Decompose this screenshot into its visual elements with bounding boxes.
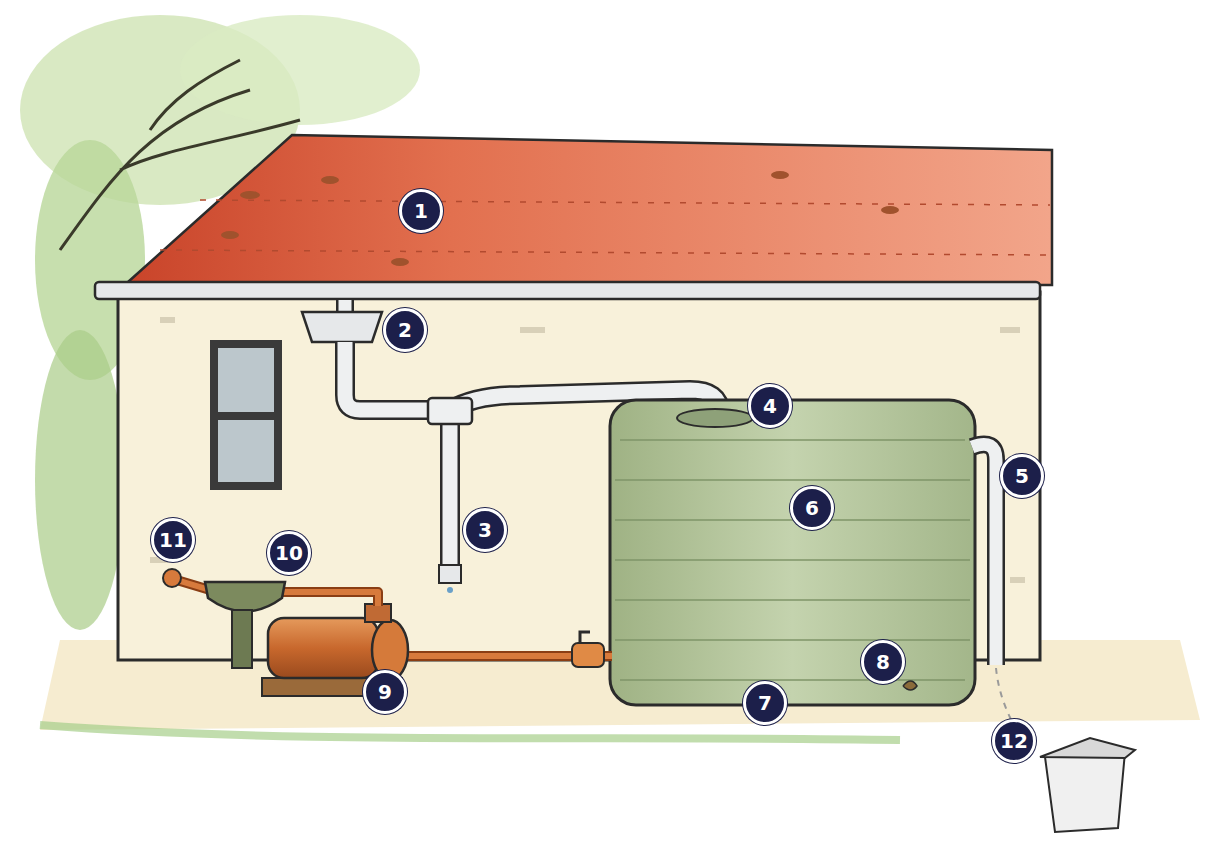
callout-number: 10 (267, 531, 311, 575)
house-connection (163, 569, 181, 587)
water-tank (610, 400, 975, 705)
pressure-vessel (205, 582, 285, 612)
foliage-blob (35, 330, 125, 630)
brick-mark (160, 317, 175, 323)
leaf (771, 171, 789, 179)
callout-number: 7 (743, 681, 787, 725)
valve-handle (580, 632, 590, 643)
tank-rib (620, 679, 965, 681)
pit-grate (1040, 738, 1135, 758)
callout-number: 12 (992, 719, 1036, 763)
callout-number: 2 (383, 308, 427, 352)
callout-number: 1 (399, 189, 443, 233)
tee-junction (428, 398, 472, 424)
drip (447, 587, 453, 593)
first-flush-cap (439, 565, 461, 583)
callout-number: 5 (1000, 454, 1044, 498)
callout-number: 6 (790, 486, 834, 530)
roof (128, 135, 1052, 285)
pipe-outline (972, 444, 996, 665)
stormwater-pit (1045, 752, 1125, 832)
leaf (391, 258, 409, 266)
tank-rib (620, 439, 965, 441)
vessel-stand (232, 610, 252, 668)
roof-leaves (221, 171, 899, 266)
callout-number: 9 (363, 670, 407, 714)
window-glass (218, 420, 274, 482)
tank-rib (615, 599, 970, 601)
window-frame (210, 340, 282, 490)
overflow-pipe (972, 444, 996, 665)
leaf (240, 191, 260, 199)
pump-outlet (365, 604, 391, 622)
callout-number: 11 (151, 518, 195, 562)
window-glass (218, 348, 274, 412)
tank-rib (615, 559, 970, 561)
callout-number: 4 (748, 384, 792, 428)
roof-tile-lines (160, 200, 1050, 255)
valve (572, 643, 604, 667)
gutter (95, 282, 1040, 299)
rain-head (302, 312, 382, 342)
callout-number: 8 (861, 640, 905, 684)
brick-mark (1010, 577, 1025, 583)
tank-ribs (615, 440, 970, 680)
tank-rib (615, 479, 970, 481)
tank-inlet-screen (677, 409, 753, 427)
brick-mark (520, 327, 545, 333)
leaf (221, 231, 239, 239)
callout-number: 3 (463, 508, 507, 552)
pump-motor (268, 618, 378, 678)
tank-drain-tap (903, 681, 917, 690)
grass (40, 725, 900, 740)
brick-mark (1000, 327, 1020, 333)
tank-rib (615, 639, 970, 641)
foliage-blob (180, 15, 420, 125)
leaf (321, 176, 339, 184)
leaf (881, 206, 899, 214)
